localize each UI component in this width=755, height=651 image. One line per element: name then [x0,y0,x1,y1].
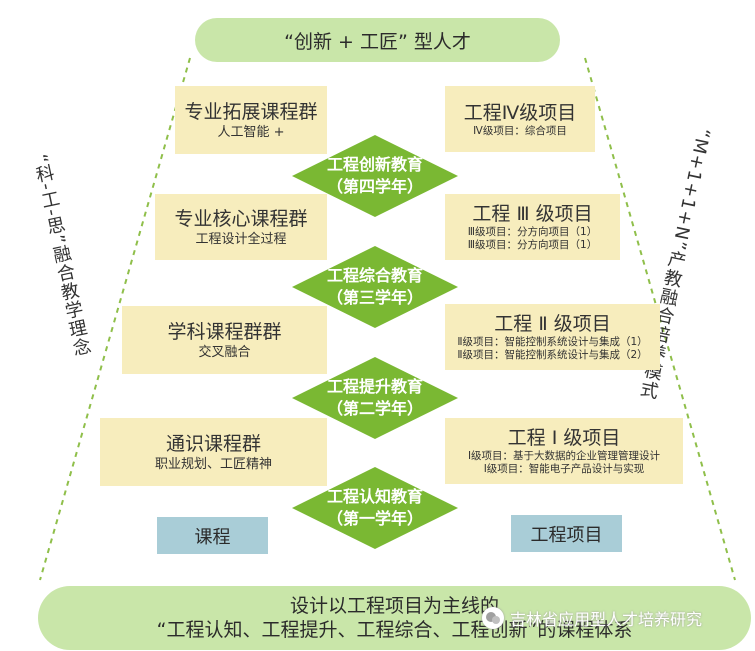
project-title: 工程 Ⅲ 级项目 [472,203,593,225]
watermark-text: 吉林省应用型人才培养研究 [510,610,703,629]
curriculum-banner: 设计以工程项目为主线的 “工程认知、工程提升、工程综合、工程创新”的课程体系 [38,586,751,650]
talent-goal-banner: “创新 + 工匠” 型人才 [195,18,560,62]
project-title: 工程 Ⅱ 级项目 [494,313,611,335]
stage-line1: 工程认知教育 [326,487,423,506]
course-group-sub: 人工智能 + [217,124,285,140]
course-group-title: 专业核心课程群 [174,207,308,230]
stage-line2: （第四学年） [326,177,423,196]
course-group-sub: 工程设计全过程 [195,231,287,247]
legend-project-label: 工程项目 [530,524,603,546]
project-item: Ⅱ级项目：智能控制系统设计与集成（1） [457,336,648,348]
course-group-sub: 交叉融合 [198,344,251,360]
stage-diamond: 工程创新教育 （第四学年） [292,135,458,217]
course-group-box: 学科课程群群 交叉融合 [122,306,327,374]
stage-diamond: 工程提升教育 （第二学年） [292,357,458,439]
curriculum-line2: “工程认知、工程提升、工程综合、工程创新”的课程体系 [156,619,633,641]
project-box: 工程 Ⅲ 级项目 Ⅲ级项目：分方向项目（1） Ⅲ级项目：分方向项目（1） [445,194,620,260]
legend-course: 课程 [157,517,268,554]
legend-course-label: 课程 [194,526,231,548]
course-group-box: 通识课程群 职业规划、工匠精神 [100,418,327,486]
course-group-title: 通识课程群 [165,432,261,455]
stage-diamond: 工程综合教育 （第三学年） [292,246,458,328]
project-item: Ⅰ级项目：基于大数据的企业管理管理设计 [467,450,661,462]
project-item: Ⅲ级项目：分方向项目（1） [467,239,598,251]
wechat-icon [482,607,504,629]
project-box: 工程 Ⅰ 级项目 Ⅰ级项目：基于大数据的企业管理管理设计 Ⅰ级项目：智能电子产品… [445,418,683,484]
watermark: 吉林省应用型人才培养研究 [482,606,702,630]
stage-line2: （第三学年） [326,288,423,307]
stage-line1: 工程综合教育 [326,266,423,285]
course-group-title: 专业拓展课程群 [184,100,318,123]
project-box: 工程 Ⅱ 级项目 Ⅱ级项目：智能控制系统设计与集成（1） Ⅱ级项目：智能控制系统… [445,304,660,370]
course-group-sub: 职业规划、工匠精神 [154,456,272,472]
stage-diamond: 工程认知教育 （第一学年） [292,467,458,549]
project-title: 工程 Ⅰ 级项目 [507,427,621,449]
stage-line1: 工程创新教育 [326,155,423,174]
legend-project: 工程项目 [511,515,622,552]
diamond-shape [292,357,458,439]
diamond-shape [292,246,458,328]
project-item: Ⅲ级项目：分方向项目（1） [467,226,598,238]
course-group-box: 专业核心课程群 工程设计全过程 [155,194,327,260]
project-item: Ⅳ级项目：综合项目 [473,124,567,137]
diamond-shape [292,467,458,549]
project-item: Ⅱ级项目：智能控制系统设计与集成（2） [457,349,648,361]
course-group-box: 专业拓展课程群 人工智能 + [175,86,327,154]
project-title: 工程Ⅳ级项目 [463,101,577,124]
diamond-shape [292,135,458,217]
curriculum-line1: 设计以工程项目为主线的 [289,595,499,617]
stage-line2: （第一学年） [326,509,423,528]
project-item: Ⅰ级项目：智能电子产品设计与实现 [483,463,645,475]
project-box: 工程Ⅳ级项目 Ⅳ级项目：综合项目 [445,86,595,152]
talent-goal-text: “创新 + 工匠” 型人才 [284,30,471,53]
stage-line2: （第二学年） [326,399,423,418]
stage-line1: 工程提升教育 [326,377,423,396]
course-group-title: 学科课程群群 [167,320,282,343]
